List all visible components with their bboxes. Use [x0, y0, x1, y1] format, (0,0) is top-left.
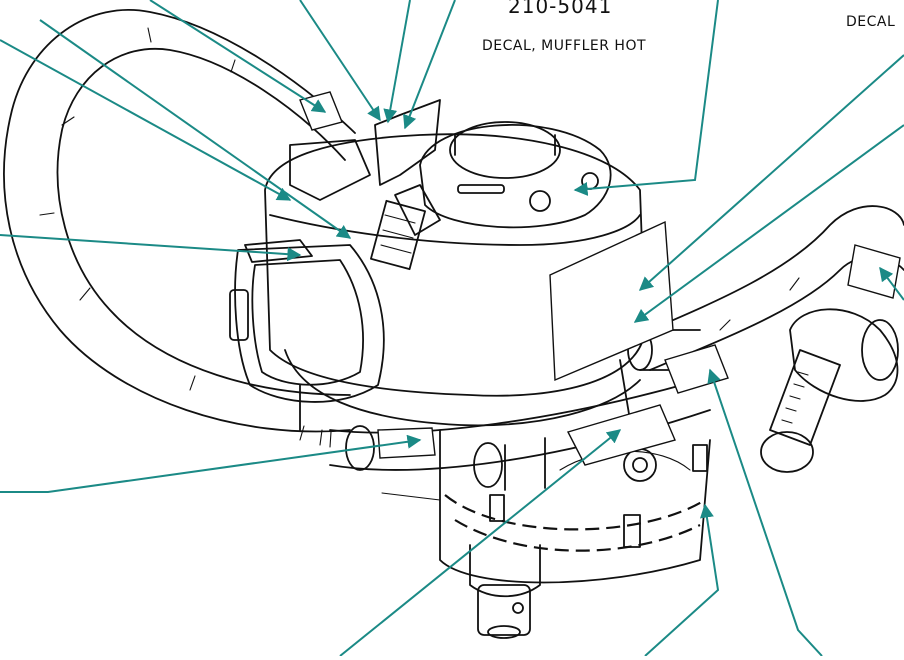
decal-patch-fuel-cap	[549, 220, 674, 382]
gearbox	[439, 429, 711, 639]
muffler-description: DECAL, MUFFLER HOT	[482, 38, 647, 54]
throttle-housing	[289, 99, 441, 271]
decal-patches	[299, 91, 901, 466]
decal-patch-right-tube	[664, 344, 729, 394]
right-handle	[627, 205, 904, 473]
decal-patch-grip	[847, 244, 901, 299]
decal-patch-left-handle	[299, 91, 343, 131]
right-description-partial: DECAL	[846, 14, 896, 30]
decal-patch-crossbar	[566, 404, 676, 466]
decal-patch-front-bar	[377, 427, 436, 459]
left-handle	[3, 9, 356, 448]
air-cleaner	[229, 239, 385, 403]
muffler-part-number: 210-5041	[508, 0, 613, 18]
